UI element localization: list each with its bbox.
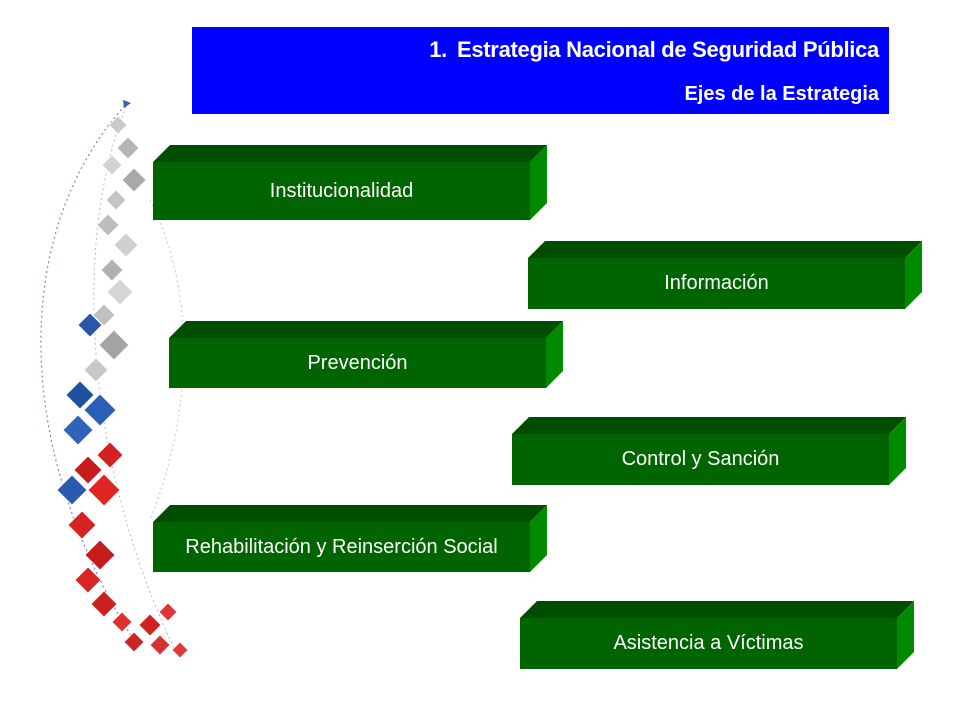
axis-label: Rehabilitación y Reinserción Social — [185, 535, 498, 558]
axis-block-shape — [512, 417, 906, 485]
collage-cube — [121, 167, 147, 193]
collage-cube — [111, 611, 133, 633]
collage-cube — [100, 258, 124, 282]
axis-block-informacion: Información — [528, 241, 922, 309]
collage-cube — [116, 136, 140, 160]
collage-cube — [171, 641, 189, 659]
collage-cube — [149, 634, 171, 656]
collage-cube — [87, 473, 121, 507]
collage-cube — [113, 232, 139, 258]
axis-label: Control y Sanción — [621, 448, 780, 470]
header-title: 1. Estrategia Nacional de Seguridad Públi… — [429, 37, 879, 63]
collage-cube — [67, 510, 97, 540]
header-banner: 1. Estrategia Nacional de Seguridad Públi… — [192, 27, 889, 114]
collage-cube — [74, 566, 102, 594]
axis-block-shape — [153, 145, 547, 220]
collage-cube — [96, 213, 120, 237]
collage-cube — [96, 441, 124, 469]
axis-block-prevencion: Prevención — [169, 321, 563, 388]
collage-cube — [101, 154, 123, 176]
collage-cube — [56, 474, 88, 506]
axis-block-control-sancion: Control y Sanción — [512, 417, 906, 485]
collage-cube — [83, 357, 109, 383]
collage-cube — [84, 539, 116, 571]
collage-cube — [158, 602, 178, 622]
axis-block-shape — [153, 505, 547, 572]
axis-block-rehabilitacion: Rehabilitación y Reinserción Social — [153, 505, 547, 572]
axis-block-shape — [520, 601, 914, 669]
collage-cube — [106, 278, 134, 306]
collage-cube — [73, 455, 103, 485]
collage-cube — [138, 613, 162, 637]
collage-cube — [90, 590, 118, 618]
axis-label: Asistencia a Víctimas — [613, 632, 804, 654]
collage-cube — [105, 189, 127, 211]
axis-label: Información — [664, 272, 769, 294]
header-subtitle: Ejes de la Estrategia — [684, 83, 879, 105]
header-number: 1. — [429, 37, 447, 62]
header-title-text: Estrategia Nacional de Seguridad Pública — [456, 37, 879, 62]
axis-block-asistencia-victimas: Asistencia a Víctimas — [520, 601, 914, 669]
collage-cube — [83, 393, 117, 427]
collage-cube — [77, 312, 103, 338]
collage-cube — [123, 631, 145, 653]
collage-cube — [92, 303, 116, 327]
axis-label: Institucionalidad — [269, 179, 414, 202]
collage-cube — [108, 115, 128, 135]
axis-block-institucionalidad: Institucionalidad — [153, 145, 547, 220]
axis-block-shape — [169, 321, 563, 388]
collage-cube — [62, 414, 94, 446]
axis-block-shape — [528, 241, 922, 309]
axis-label: Prevención — [307, 351, 408, 374]
collage-cube — [65, 380, 95, 410]
collage-cube — [98, 329, 130, 361]
